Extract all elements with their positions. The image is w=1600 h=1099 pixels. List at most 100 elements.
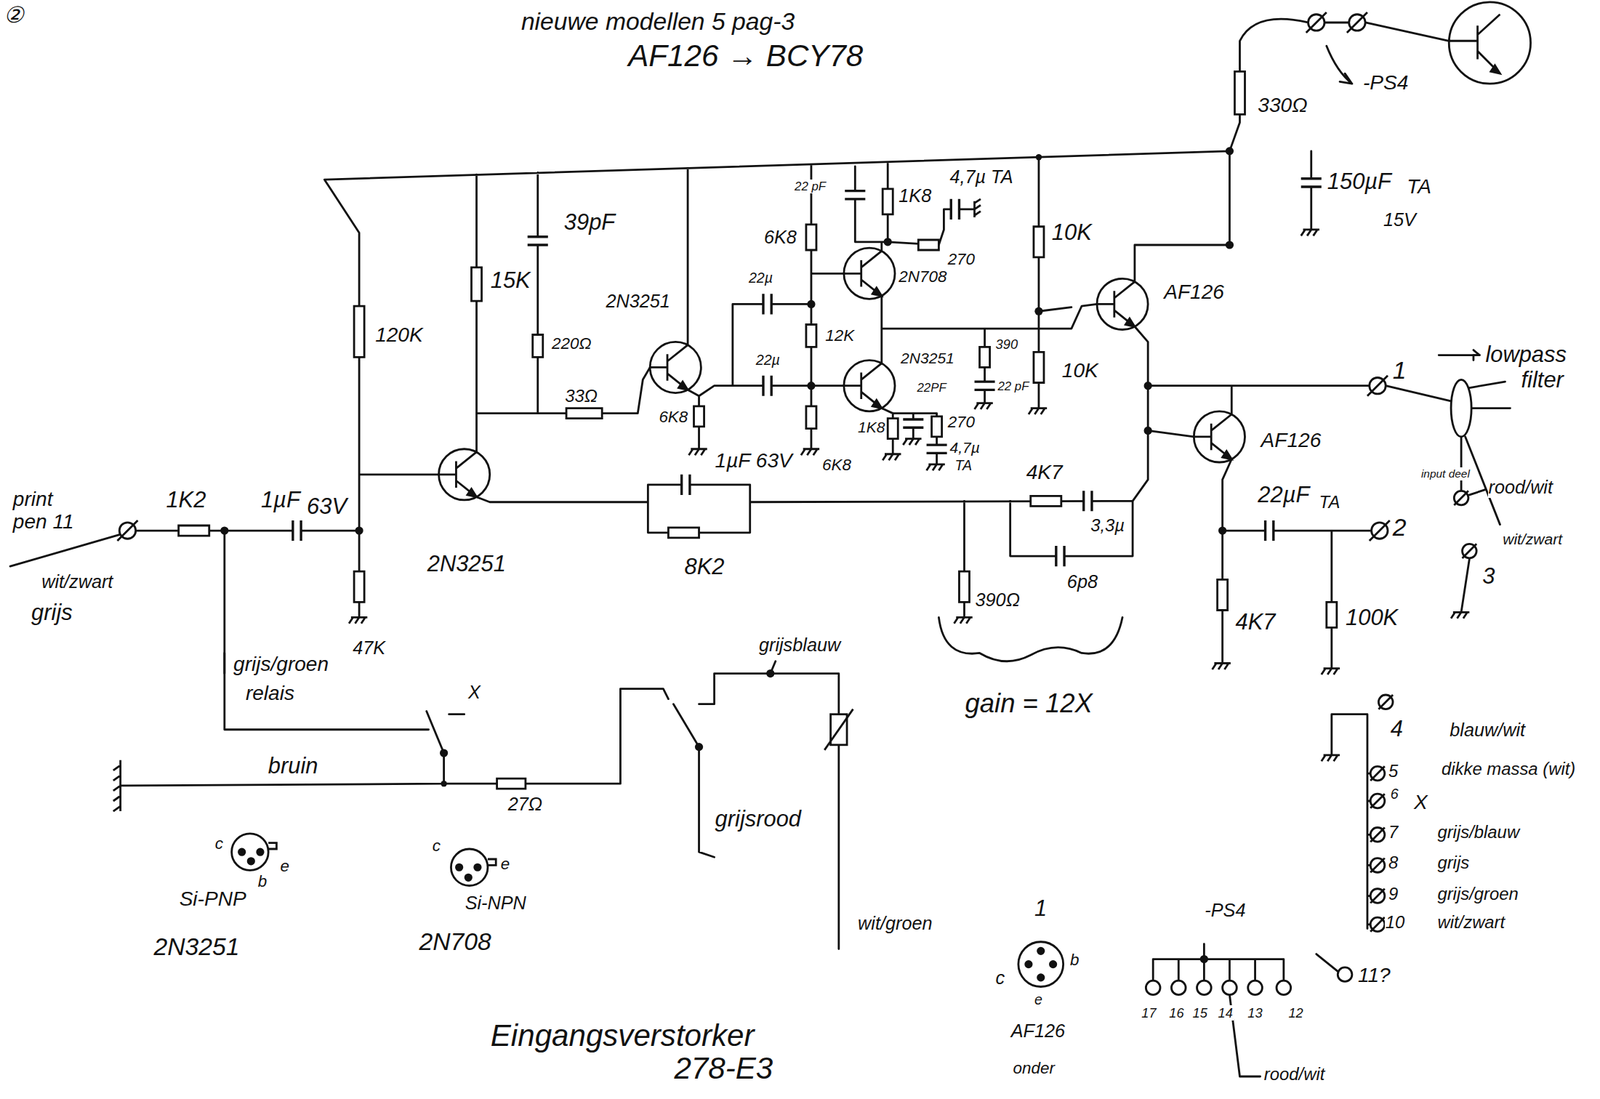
component-label: grijsrood [714, 806, 802, 833]
component-label: 22µF [1256, 481, 1310, 509]
component-label: 3,3µ [1089, 515, 1126, 536]
component-label: 2N3251 [426, 551, 507, 578]
component-label: 14 [1217, 1005, 1234, 1021]
component-label: 1µF [260, 487, 301, 514]
component-label: 390Ω [974, 589, 1021, 611]
component-label: -PS4 [1203, 899, 1246, 922]
transistor-symbol [439, 2, 1531, 501]
component-label: 12 [1287, 1005, 1304, 1021]
component-label: e [500, 854, 511, 874]
component-label: wit/zwart [1436, 912, 1506, 932]
component-label: 2N3251 [153, 933, 241, 962]
component-label: 22µ [748, 269, 774, 287]
component-label: c [995, 967, 1007, 989]
junction-dot [220, 146, 1234, 964]
component-label: 390 [995, 336, 1019, 352]
component-label: 12K [824, 326, 855, 346]
component-label: AF126 [1260, 428, 1323, 453]
component-label: 2 [1392, 513, 1408, 543]
component-label: 3 [1481, 563, 1496, 590]
component-label: rood/wit [1263, 1064, 1326, 1084]
component-label: e [1033, 991, 1044, 1009]
component-label: bruin [267, 753, 320, 780]
component-label: 27Ω [507, 793, 544, 815]
component-label: 13 [1246, 1005, 1263, 1021]
component-label: grijs/groen [232, 652, 330, 677]
connector-pin [117, 12, 1477, 996]
component-label: 9 [1387, 883, 1399, 904]
component-label: 16 [1168, 1005, 1185, 1021]
component-label: 2N3251 [899, 349, 956, 368]
component-label: print [12, 487, 54, 512]
component-label: 330Ω [1256, 93, 1308, 118]
component-label: 22 pF [793, 179, 827, 194]
component-label: 7 [1387, 822, 1399, 842]
component-label: Si-NPN [464, 892, 528, 914]
component-label: grijs [1436, 852, 1470, 873]
component-label: grijs/groen [1436, 883, 1519, 904]
component-label: lowpass [1484, 341, 1568, 368]
component-label: 22µ [755, 351, 781, 369]
component-label: 17 [1140, 1005, 1157, 1021]
component-label: 63V [306, 493, 348, 520]
component-label: blauw/wit [1448, 719, 1526, 741]
wire [10, 18, 1510, 1077]
component-label: AF126 → BCY78 [627, 38, 864, 74]
component-label: Eingangsverstorker [489, 1018, 756, 1054]
switch-lever [426, 704, 700, 754]
component-label: 8K2 [683, 553, 725, 581]
component-label: dikke massa (wit) [1440, 758, 1577, 779]
component-label: 1K2 [165, 487, 207, 514]
component-label: nieuwe modellen 5 pag-3 [520, 7, 796, 37]
component-label: onder [1011, 1059, 1055, 1079]
component-label: 1K8 [857, 418, 886, 437]
component-label: 270 [947, 412, 976, 432]
component-label: X [1413, 790, 1429, 815]
component-label: 6K8 [821, 455, 852, 475]
component-label: TA [953, 457, 973, 474]
component-label: 1µF 63V [714, 449, 794, 473]
component-label: 4,7µ [948, 439, 980, 457]
component-label: 39pF [563, 209, 616, 236]
component-label: 11? [1357, 963, 1392, 988]
component-label: 4 [1389, 716, 1404, 743]
component-label: Si-PNP [178, 887, 248, 911]
component-label: ② [2, 2, 25, 29]
component-label: grijs [30, 599, 74, 626]
component-label: 1K8 [897, 185, 932, 207]
component-label: -PS4 [1362, 71, 1409, 95]
ground-symbol [113, 199, 1470, 812]
relay-coil [824, 709, 853, 751]
component-label: 10K [1061, 359, 1100, 383]
component-label: b [257, 872, 268, 892]
component-label: X [467, 681, 482, 703]
component-label: wit/groen [857, 913, 933, 935]
component-label: 15K [489, 267, 532, 294]
pinout-drawing [231, 833, 1064, 988]
component-label: 2N708 [418, 928, 493, 957]
component-label: TA [1405, 175, 1433, 199]
component-label: 15V [1382, 209, 1417, 231]
component-label: 6K8 [657, 407, 689, 427]
component-label: grijsblauw [758, 634, 842, 656]
component-label: pen 11 [12, 510, 75, 534]
component-label: 4,7µ TA [948, 166, 1014, 188]
component-label: AF126 [1163, 280, 1225, 304]
component-label: 5 [1387, 761, 1399, 781]
component-label: 47K [351, 637, 387, 659]
component-label: 10K [1051, 219, 1093, 246]
component-label: 1 [1033, 895, 1048, 922]
component-label: 33Ω [564, 386, 599, 406]
component-label: 270 [947, 250, 976, 269]
component-label: c [214, 834, 224, 854]
component-label: 2N708 [897, 267, 948, 287]
component-label: 6p8 [1066, 571, 1099, 593]
component-label: e [279, 857, 291, 876]
component-label: 8 [1387, 852, 1399, 873]
component-label: rood/wit [1488, 476, 1554, 498]
component-label: 150µF [1326, 168, 1393, 195]
component-label: wit/zwart [40, 571, 114, 593]
component-label: filter [1520, 367, 1565, 394]
component-label: TA [1318, 492, 1342, 512]
component-label: 6 [1389, 785, 1400, 803]
